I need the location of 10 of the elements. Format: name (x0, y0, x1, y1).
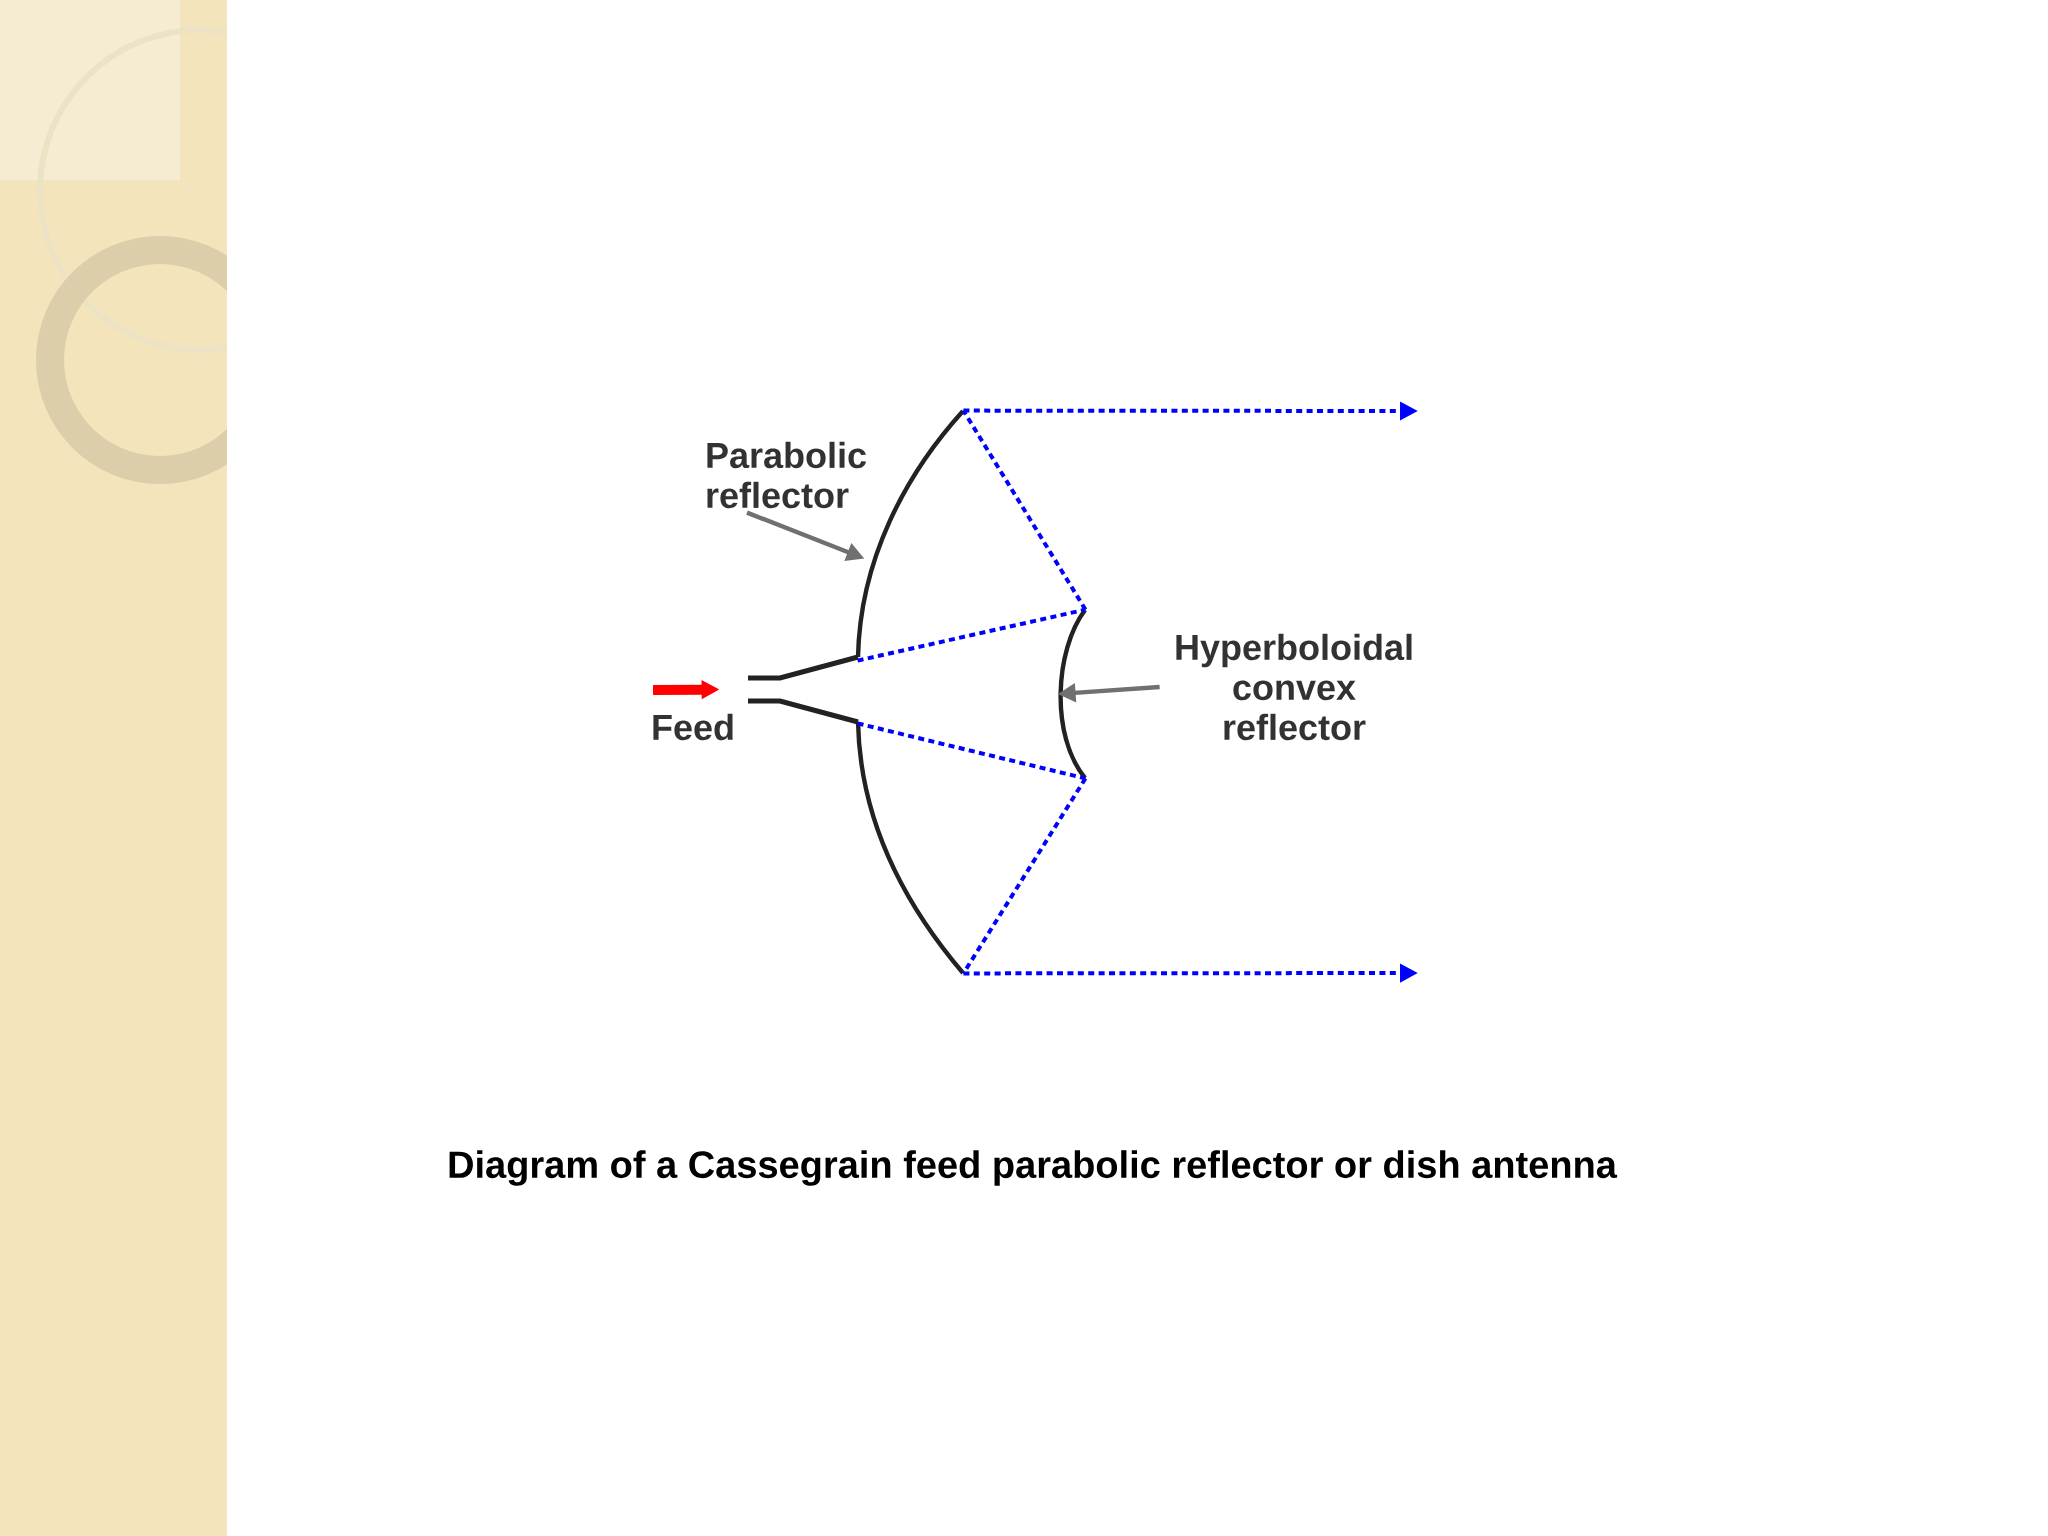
caption: Diagram of a Cassegrain feed parabolic reflector or dish antenna (449, 1150, 1618, 1186)
ray-line (961, 409, 1088, 611)
ray-line (961, 777, 1088, 975)
feed-horn-drawing (748, 654, 859, 725)
ray-line (857, 607, 1086, 663)
reflector-drawing (1058, 608, 1087, 780)
feed-label: Feed (653, 713, 733, 741)
callout-text: Parabolic reflector (707, 441, 867, 509)
callout-text: Hyperboloidal convex reflector (1176, 633, 1412, 741)
ray-line (857, 721, 1086, 781)
